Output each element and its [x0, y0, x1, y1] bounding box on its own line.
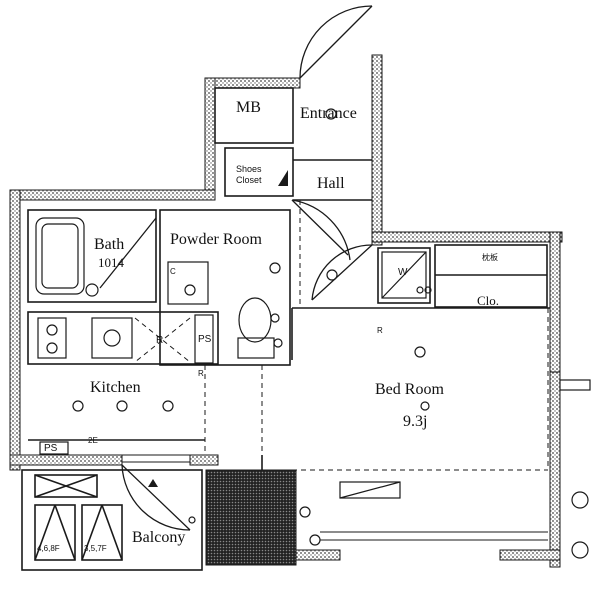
room-label-mb: MB	[236, 99, 261, 116]
dashed-lines	[134, 200, 549, 471]
outlet-2e-label: 2E	[88, 436, 98, 445]
balcony-floors-left: 4,6,8F	[37, 544, 60, 553]
structural-core	[205, 469, 297, 566]
w-label: W	[398, 267, 408, 278]
room-label-bath: Bath	[94, 236, 125, 253]
room-label-powder-room: Powder Room	[170, 231, 262, 248]
r-label-bed: R	[377, 326, 383, 335]
room-label-bed-room-area: 9.3j	[403, 413, 428, 430]
fixtures	[35, 108, 591, 559]
ps-label-kitchen: PS	[44, 443, 58, 454]
room-label-closet: Clo.	[477, 293, 500, 308]
room-label-shoes-closet-line1: Shoes	[236, 164, 262, 174]
c-label: C	[170, 267, 176, 276]
hall-arrow-icon	[278, 170, 288, 186]
r-label-small: R	[198, 369, 204, 378]
closet-shelf-note: 枕板	[482, 253, 498, 262]
r-label-kitchen: R	[156, 335, 164, 346]
room-label-kitchen: Kitchen	[90, 379, 141, 396]
room-label-shoes-closet-line2: Closet	[236, 175, 262, 185]
room-label-entrance: Entrance	[300, 105, 357, 122]
room-label-bath-unit: 1014	[98, 255, 124, 270]
balcony-floors-right: 3,5,7F	[84, 544, 107, 553]
ps-label-powder: PS	[198, 334, 212, 345]
interior-walls	[21, 87, 550, 571]
balcony-triangle-icon	[148, 479, 158, 487]
doors	[99, 5, 373, 531]
exterior-walls	[9, 54, 563, 568]
room-label-hall: Hall	[317, 175, 345, 192]
room-label-balcony: Balcony	[132, 529, 186, 546]
room-label-bed-room: Bed Room	[375, 381, 444, 398]
